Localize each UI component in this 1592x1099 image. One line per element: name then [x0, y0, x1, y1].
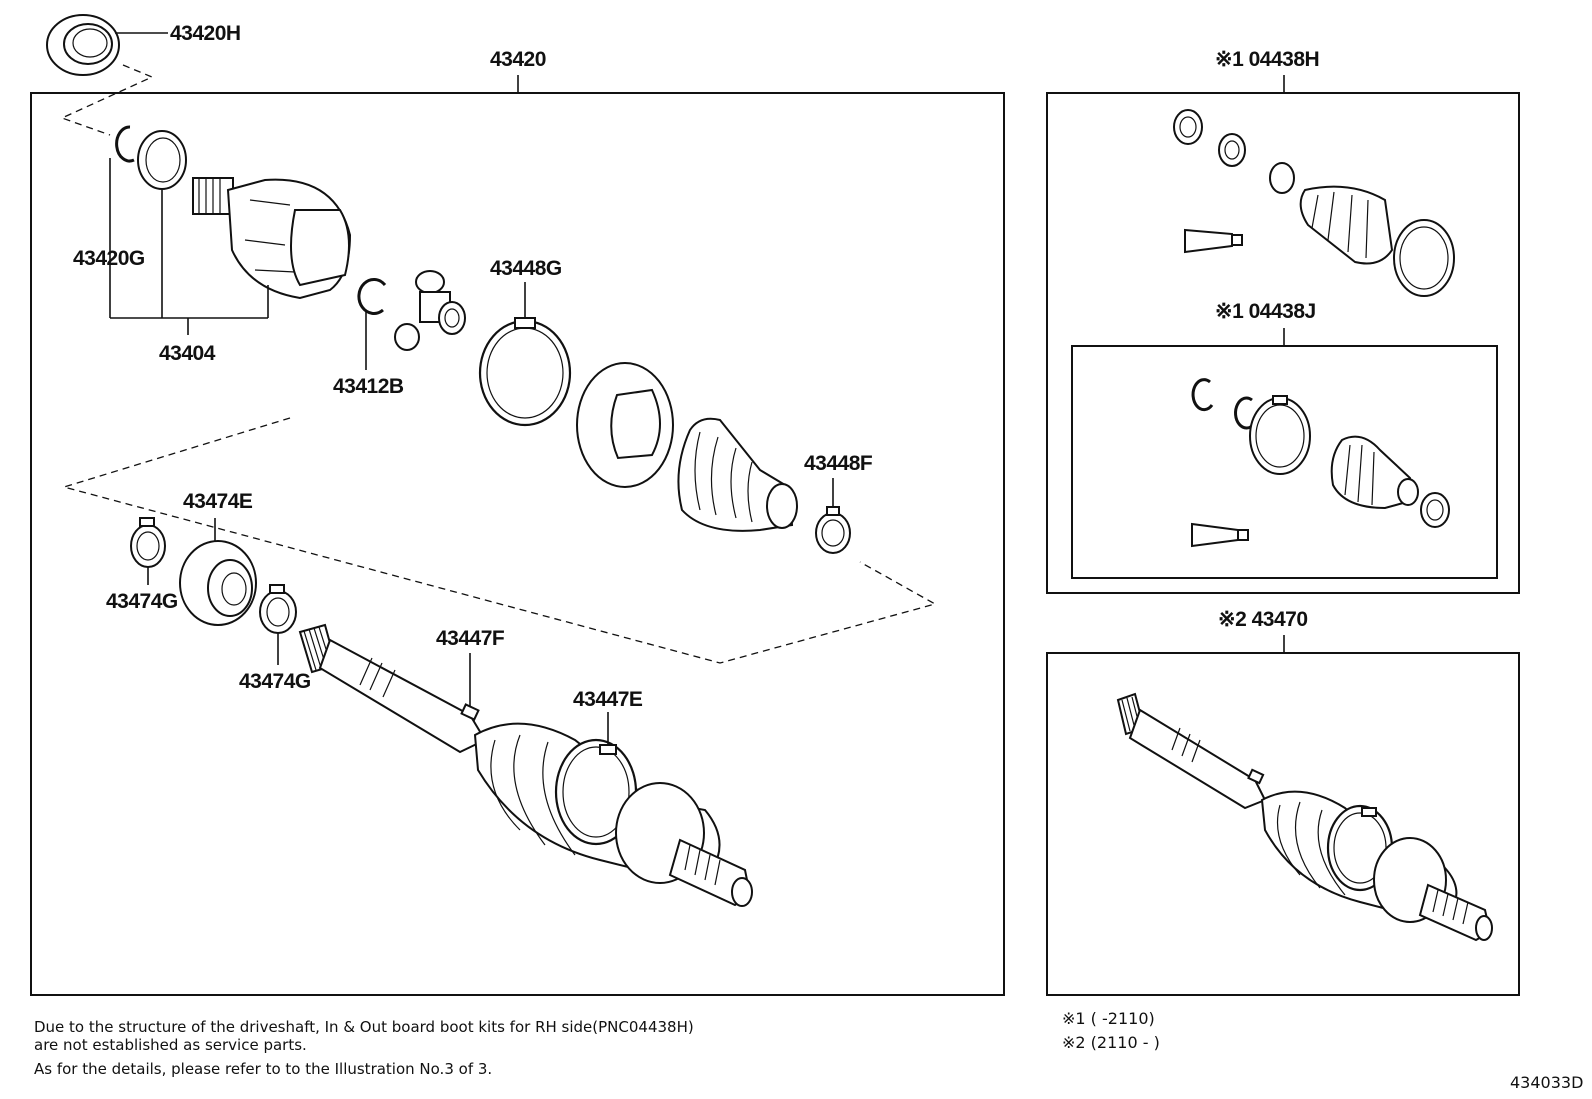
label-04438H[interactable]: ※1 04438H	[1215, 48, 1320, 71]
note-line-1: Due to the structure of the driveshaft, …	[34, 1018, 694, 1036]
part-43474G-clamp-left[interactable]	[130, 517, 166, 568]
footnotes: Due to the structure of the driveshaft, …	[34, 1018, 694, 1078]
label-43474E[interactable]: 43474E	[183, 490, 253, 513]
part-tripod-joint[interactable]	[394, 270, 466, 351]
label-43447E[interactable]: 43447E	[573, 688, 643, 711]
label-43470[interactable]: ※2 43470	[1218, 608, 1308, 631]
range-2: ※2 (2110 - )	[1062, 1033, 1160, 1052]
label-43420G[interactable]: 43420G	[73, 247, 145, 270]
label-43474G-right[interactable]: 43474G	[239, 670, 311, 693]
part-43404-joint-housing[interactable]	[192, 177, 352, 300]
note-line-2: are not established as service parts.	[34, 1036, 307, 1054]
label-43474G-left[interactable]: 43474G	[106, 590, 178, 613]
label-43412B[interactable]: 43412B	[333, 375, 404, 398]
part-43447-driveshaft-outboard[interactable]	[298, 623, 753, 907]
part-43448F-small-clamp[interactable]	[815, 506, 851, 554]
range-1: ※1 ( -2110)	[1062, 1009, 1155, 1028]
frame-43470	[1046, 652, 1520, 996]
part-43474E-dynamic-damper[interactable]	[179, 540, 257, 626]
part-43474G-clamp-right[interactable]	[259, 584, 297, 634]
label-43420H[interactable]: 43420H	[170, 22, 241, 45]
part-43420G-seal[interactable]	[137, 130, 187, 190]
part-43448G-boot-clamp[interactable]	[478, 317, 572, 427]
assembly-frame-43420	[30, 92, 1005, 996]
part-43412B-snap-ring[interactable]	[357, 277, 387, 315]
label-43448F[interactable]: 43448F	[804, 452, 873, 475]
note-line-3: As for the details, please refer to to t…	[34, 1060, 492, 1078]
part-43420G-snap-ring[interactable]	[115, 125, 135, 163]
part-43420H-bearing-ring[interactable]	[46, 14, 120, 76]
kit-04438H-parts[interactable]	[1173, 109, 1455, 297]
part-boot-adaptor[interactable]	[576, 362, 674, 488]
label-43404[interactable]: 43404	[159, 342, 216, 365]
kit-04438J-parts[interactable]	[1191, 378, 1450, 548]
production-range-legend: ※1 ( -2110) ※2 (2110 - )	[1062, 1009, 1160, 1052]
diagram-id: 434033D	[1510, 1073, 1583, 1092]
part-43470-driveshaft-assy[interactable]	[1116, 692, 1493, 942]
label-43420[interactable]: 43420	[490, 48, 546, 71]
label-04438J[interactable]: ※1 04438J	[1215, 300, 1316, 323]
part-inner-boot[interactable]	[677, 417, 798, 532]
label-43447F[interactable]: 43447F	[436, 627, 505, 650]
frame-04438H	[1046, 92, 1520, 594]
label-43448G[interactable]: 43448G	[490, 257, 562, 280]
